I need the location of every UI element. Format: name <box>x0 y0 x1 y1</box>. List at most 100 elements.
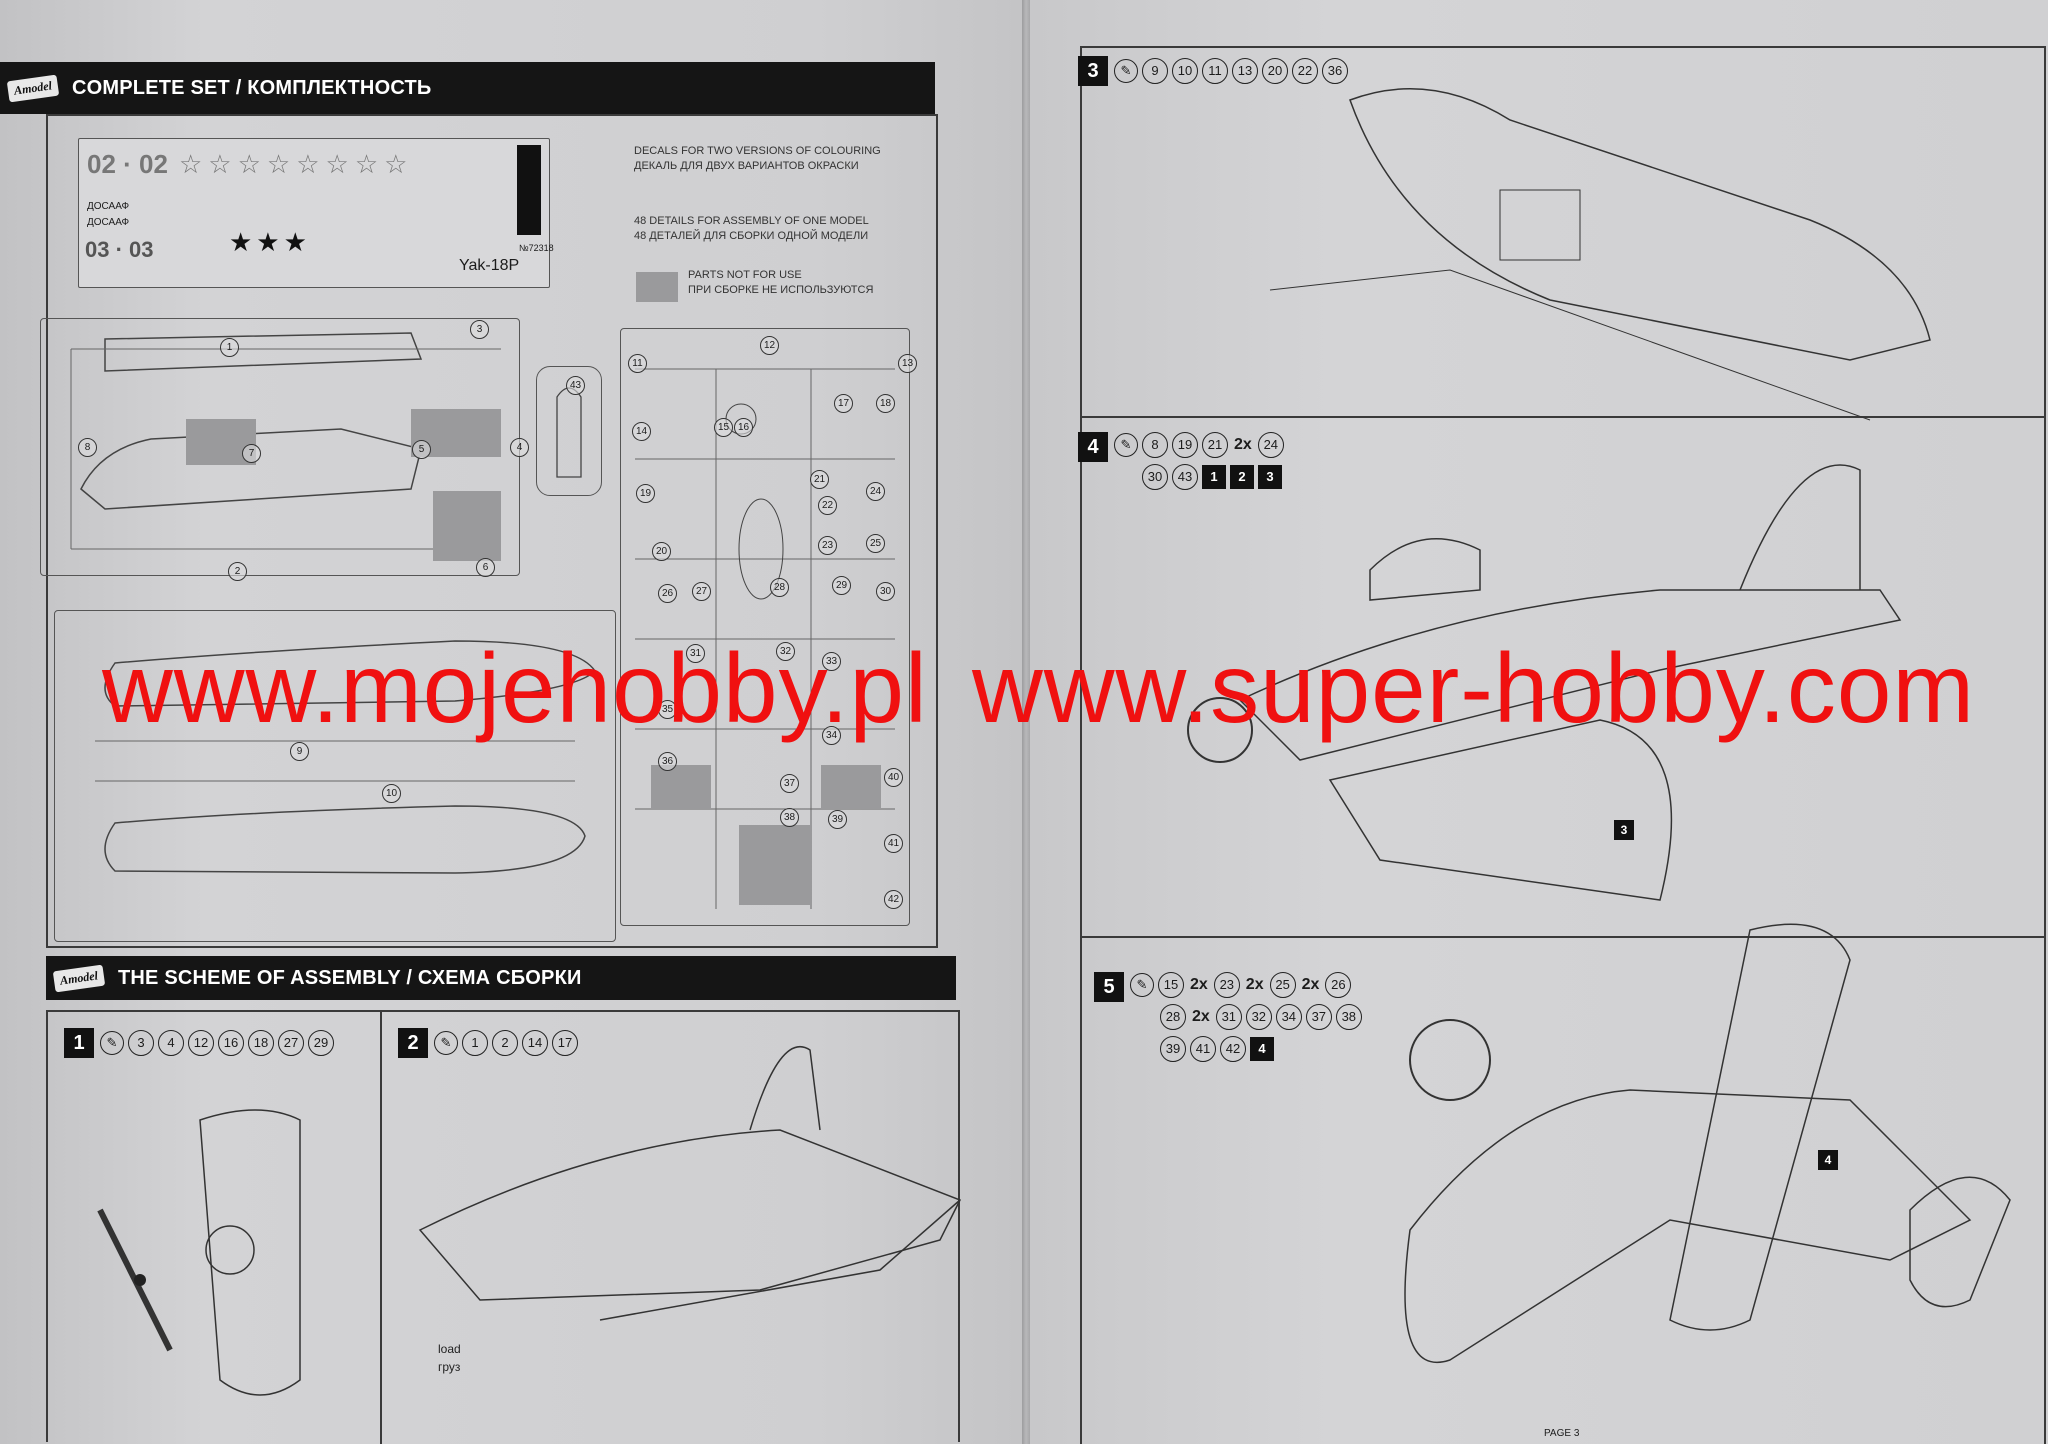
step-2-part: 2 <box>492 1030 518 1056</box>
step-5-part: 23 <box>1213 972 1240 998</box>
decal-dosaaf-2: ДОСААФ <box>87 217 130 228</box>
step-5-mult: 2x <box>1301 976 1320 993</box>
decal-stripe <box>517 145 541 235</box>
part-number-bubble: 8 <box>78 438 97 457</box>
scheme-divider <box>380 1010 382 1444</box>
step-2-part: 14 <box>522 1030 548 1056</box>
part-number-bubble: 41 <box>884 834 903 853</box>
step-5-parts-row2: 28 2x 31 32 34 37 38 <box>1160 1004 1362 1030</box>
part-number-bubble: 32 <box>776 642 795 661</box>
left-page: Amodel COMPLETE SET / КОМПЛЕКТНОСТЬ 02 ·… <box>0 0 1022 1444</box>
part-number-bubble: 38 <box>780 808 799 827</box>
part-number-bubble: 33 <box>822 652 841 671</box>
load-label-ru: груз <box>438 1360 461 1374</box>
step-5-part: 25 <box>1269 972 1296 998</box>
glue-icon: ✎ <box>100 1031 124 1055</box>
part-number-bubble: 10 <box>382 784 401 803</box>
step-1-part: 12 <box>188 1030 214 1056</box>
scheme-panel <box>46 1010 960 1442</box>
part-number-bubble: 29 <box>832 576 851 595</box>
part-number-bubble: 42 <box>884 890 903 909</box>
step-2-parts: ✎ 1 2 14 17 <box>434 1030 578 1056</box>
step-5-part: 28 <box>1160 1004 1186 1030</box>
not-used-part-35 <box>821 765 881 809</box>
step-5-ref-box: 4 <box>1818 1150 1838 1170</box>
step-4-parts-row1: ✎ 8 19 21 2x 24 <box>1114 432 1284 458</box>
step-1-part: 29 <box>308 1030 334 1056</box>
step-4-part: 30 <box>1142 464 1168 490</box>
step-5-part: 41 <box>1190 1036 1216 1062</box>
part-number-bubble: 21 <box>810 470 829 489</box>
part-number-bubble: 2 <box>228 562 247 581</box>
step-5-part: 26 <box>1325 972 1352 998</box>
step-4-part: 21 <box>1202 432 1228 458</box>
step-1-parts: ✎ 3 4 12 16 18 27 29 <box>100 1030 334 1056</box>
glue-icon: ✎ <box>1130 973 1154 997</box>
step-4-box: 2 <box>1230 465 1254 489</box>
decal-code-top: 02 · 02 <box>87 149 168 179</box>
step-5-part: 32 <box>1245 1004 1272 1030</box>
not-used-part-40 <box>739 825 811 905</box>
part-number-bubble: 18 <box>876 394 895 413</box>
step-5-part: 42 <box>1220 1036 1246 1062</box>
step-3-part: 36 <box>1322 58 1348 84</box>
step-3-part: 11 <box>1202 58 1228 84</box>
legend-not-used: PARTS NOT FOR USE ПРИ СБОРКЕ НЕ ИСПОЛЬЗУ… <box>688 268 873 298</box>
part-number-bubble: 13 <box>898 354 917 373</box>
part-number-bubble: 28 <box>770 578 789 597</box>
step-divider-3-4 <box>1080 416 2044 418</box>
legend-not-used-en: PARTS NOT FOR USE <box>688 269 802 281</box>
part-number-bubble: 5 <box>412 440 431 459</box>
page-fold <box>1022 0 1030 1444</box>
step-1-badge: 1 <box>64 1028 94 1058</box>
step-4-badge: 4 <box>1078 432 1108 462</box>
part-number-bubble: 11 <box>628 354 647 373</box>
complete-set-header: Amodel COMPLETE SET / КОМПЛЕКТНОСТЬ <box>0 62 935 114</box>
part-number-bubble: 23 <box>818 536 837 555</box>
step-5-box: 4 <box>1250 1037 1274 1061</box>
step-5-mult: 2x <box>1190 976 1208 993</box>
step-5-parts-row1: ✎ 15 2x 23 2x 25 2x 26 <box>1130 972 1352 998</box>
page-number: PAGE 3 <box>1544 1428 1580 1439</box>
step-3-wing-drawing <box>1269 88 1931 421</box>
part-number-bubble: 3 <box>470 320 489 339</box>
part-number-bubble: 37 <box>780 774 799 793</box>
step-1-drawing <box>97 1109 301 1396</box>
part-number-bubble: 20 <box>652 542 671 561</box>
step-2-drawing <box>418 1045 962 1321</box>
part-number-bubble: 39 <box>828 810 847 829</box>
step-1-part: 3 <box>128 1030 154 1056</box>
part-number-bubble: 12 <box>760 336 779 355</box>
decal-code-bottom: 03 · 03 <box>85 237 154 262</box>
part-number-bubble: 26 <box>658 584 677 603</box>
step-4-part: 19 <box>1172 432 1198 458</box>
decal-sheet: 02 · 02 ☆☆☆☆☆☆☆☆ ДОСААФ ДОСААФ 03 · 03 ★… <box>78 138 554 288</box>
step-5-mult: 2x <box>1192 1008 1210 1025</box>
part-number-bubble: 30 <box>876 582 895 601</box>
part-number-bubble: 36 <box>658 752 677 771</box>
step-5-parts-row3: 39 41 42 4 <box>1160 1036 1274 1062</box>
sprue-fuselage <box>40 318 520 576</box>
step-5-part: 37 <box>1305 1004 1332 1030</box>
step-1-part: 16 <box>218 1030 244 1056</box>
part-number-bubble: 6 <box>476 558 495 577</box>
legend-decals-ru: ДЕКАЛЬ ДЛЯ ДВУХ ВАРИАНТОВ ОКРАСКИ <box>634 160 859 172</box>
legend-not-used-ru: ПРИ СБОРКЕ НЕ ИСПОЛЬЗУЮТСЯ <box>688 284 874 296</box>
step-4-part: 24 <box>1257 432 1284 458</box>
amodel-logo: Amodel <box>6 74 60 102</box>
step-5-part: 38 <box>1335 1004 1362 1030</box>
step-3-part: 9 <box>1142 58 1168 84</box>
step-5-mult: 2x <box>1245 976 1264 993</box>
watermark-right: www.super-hobby.com <box>972 633 1976 743</box>
step-4-part: 43 <box>1172 464 1198 490</box>
step-2-badge: 2 <box>398 1028 428 1058</box>
part-number-bubble: 31 <box>686 644 705 663</box>
glue-icon: ✎ <box>1114 433 1138 457</box>
step-4-box: 1 <box>1202 465 1226 489</box>
part-number-bubble: 43 <box>566 376 585 395</box>
small-parts-grid <box>635 368 895 909</box>
amodel-logo-2: Amodel <box>52 964 106 992</box>
step-4-parts-row2: 30 43 1 2 3 <box>1142 464 1282 490</box>
part-number-bubble: 34 <box>822 726 841 745</box>
part-number-bubble: 15 <box>714 418 733 437</box>
